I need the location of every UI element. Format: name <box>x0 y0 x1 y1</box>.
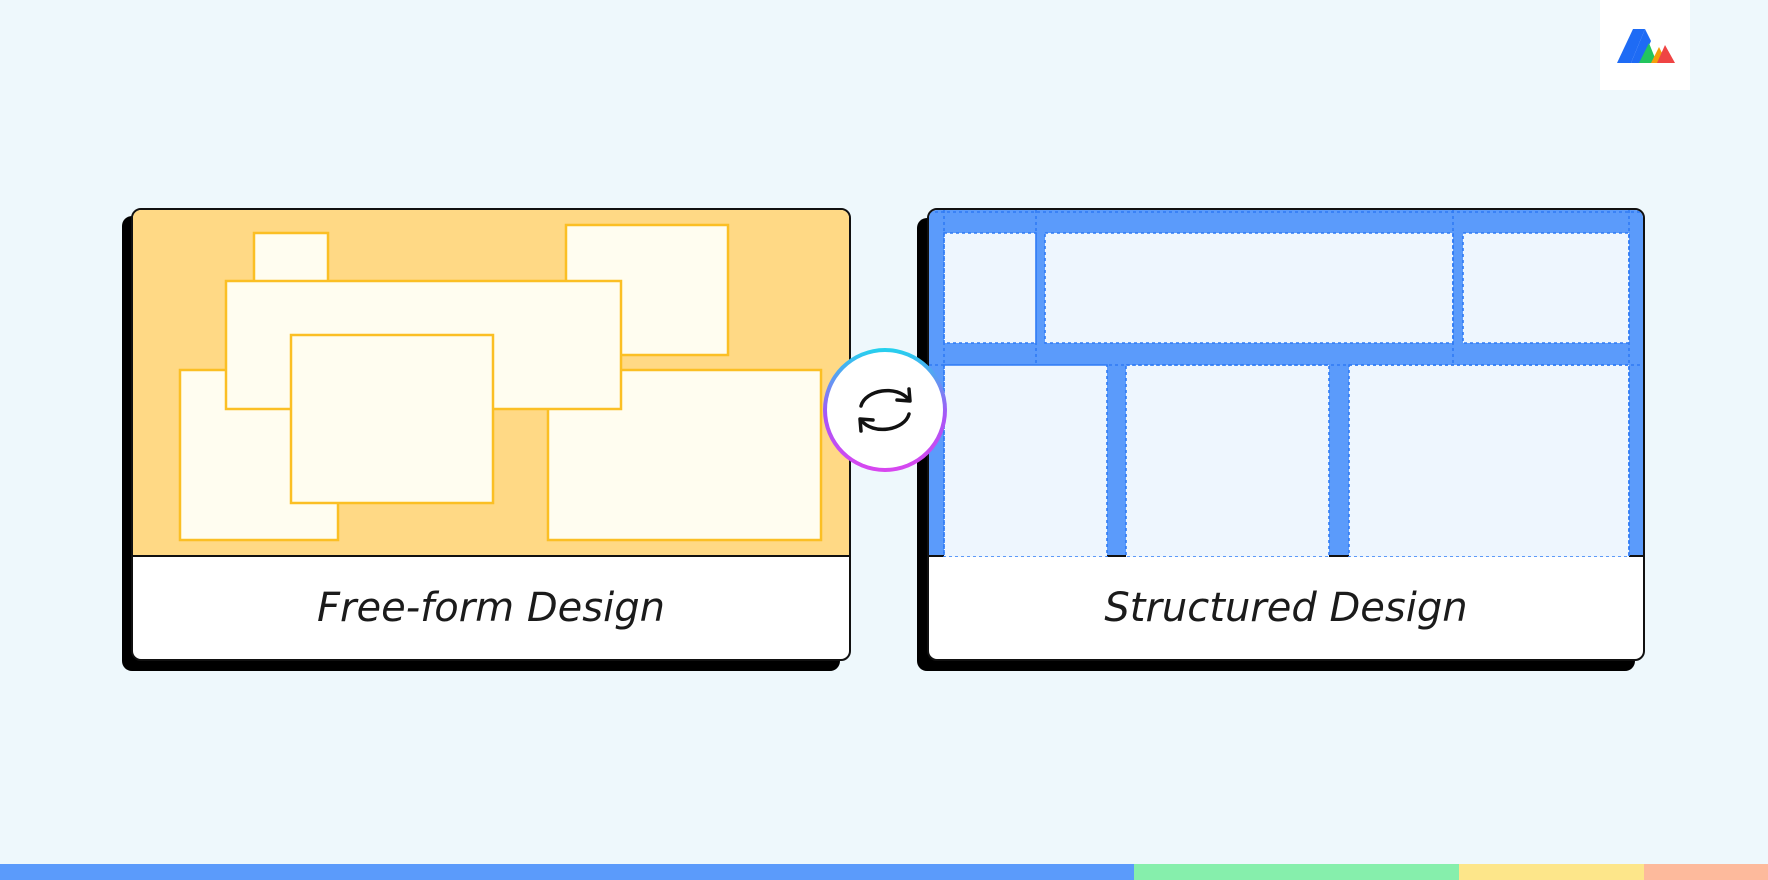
bar-segment-blue <box>0 864 1134 880</box>
bar-segment-yellow <box>1459 864 1644 880</box>
brand-logo-icon <box>1617 29 1675 63</box>
structured-label: Structured Design <box>1104 585 1468 631</box>
grid-cell <box>943 364 1108 557</box>
freeform-illustration <box>133 210 849 557</box>
grid-cell <box>1348 364 1630 557</box>
freeform-box <box>289 333 495 505</box>
swap-arrows-icon <box>858 387 912 433</box>
logo-box <box>1600 0 1690 90</box>
grid-cell <box>1462 232 1630 344</box>
grid-cell <box>1044 232 1454 344</box>
bar-segment-salmon <box>1644 864 1768 880</box>
structured-illustration <box>929 210 1643 557</box>
grid-cell <box>1125 364 1330 557</box>
structured-card: Structured Design <box>927 208 1645 661</box>
bottom-color-bar <box>0 864 1768 880</box>
swap-button-face[interactable] <box>827 352 943 468</box>
grid-cell <box>943 232 1037 344</box>
freeform-label: Free-form Design <box>317 585 665 631</box>
freeform-card: Free-form Design <box>131 208 851 661</box>
bar-segment-green <box>1134 864 1459 880</box>
swap-button[interactable] <box>823 348 947 472</box>
